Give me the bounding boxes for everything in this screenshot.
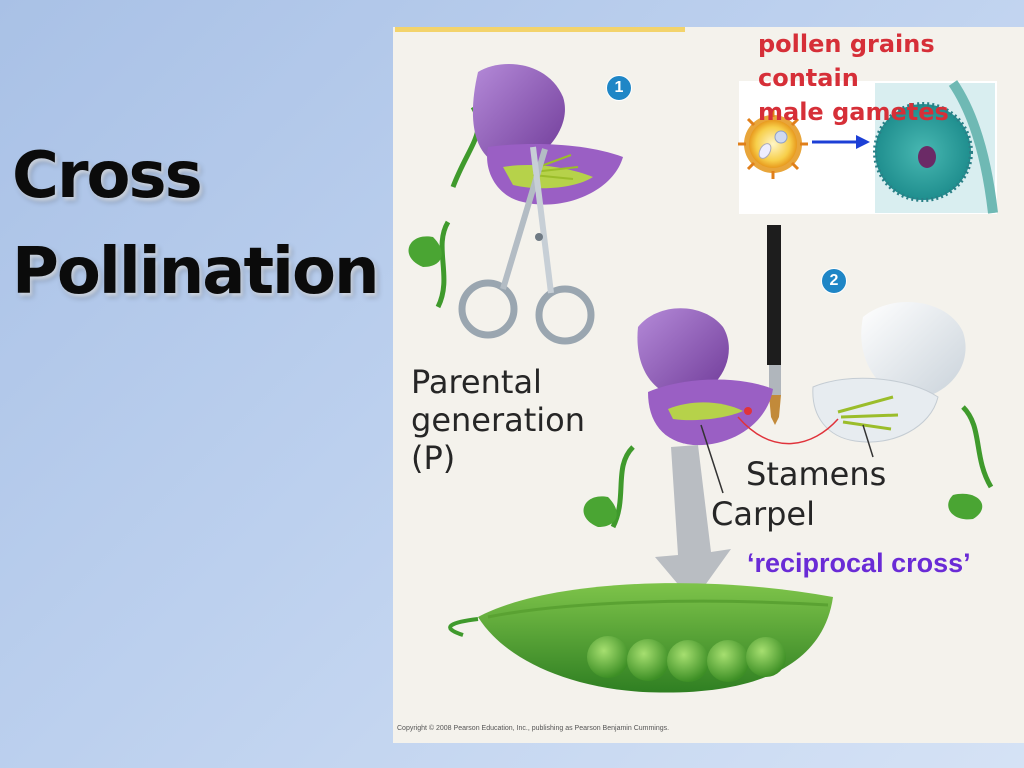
- pollination-figure: pollen grains contain male gametes 1 2 P…: [393, 27, 1024, 743]
- parental-line-3: (P): [411, 439, 456, 477]
- slide-title: Cross Pollination: [12, 128, 382, 320]
- stamens-pointer: [862, 424, 874, 458]
- purple-flower-2: [583, 308, 773, 529]
- title-line-2: Pollination: [12, 235, 380, 309]
- pollen-caption-line-1: pollen grains contain: [758, 30, 935, 92]
- parental-generation-label: Parental generation (P): [411, 363, 585, 477]
- pea-pod: [448, 583, 833, 693]
- title-line-1: Cross: [12, 139, 203, 213]
- copyright-text: Copyright © 2008 Pearson Education, Inc.…: [397, 725, 670, 732]
- down-arrow-icon: [655, 445, 731, 602]
- pollen-grain-icon: [738, 109, 808, 179]
- parental-line-2: generation: [411, 401, 586, 439]
- stamens-label: Stamens: [746, 455, 887, 493]
- step-2-badge: 2: [821, 268, 847, 294]
- pollen-caption: pollen grains contain male gametes: [758, 27, 1024, 129]
- white-flower: [737, 301, 994, 520]
- paintbrush-icon: [767, 225, 781, 425]
- scissors-icon: [458, 146, 595, 345]
- purple-flower-1: [408, 64, 623, 309]
- carpel-pointer: [700, 424, 724, 494]
- pollen-micrograph-icon: [873, 80, 998, 214]
- arrow-icon: [812, 135, 870, 149]
- parental-line-1: Parental: [411, 363, 542, 401]
- figure-illustration: [408, 64, 998, 693]
- peas: [587, 636, 786, 682]
- figure-top-strip: [395, 27, 685, 32]
- carpel-label: Carpel: [711, 495, 815, 533]
- reciprocal-cross-label: ‘reciprocal cross’: [747, 548, 971, 578]
- pollen-caption-line-2: male gametes: [758, 98, 949, 126]
- step-1-badge: 1: [606, 75, 632, 101]
